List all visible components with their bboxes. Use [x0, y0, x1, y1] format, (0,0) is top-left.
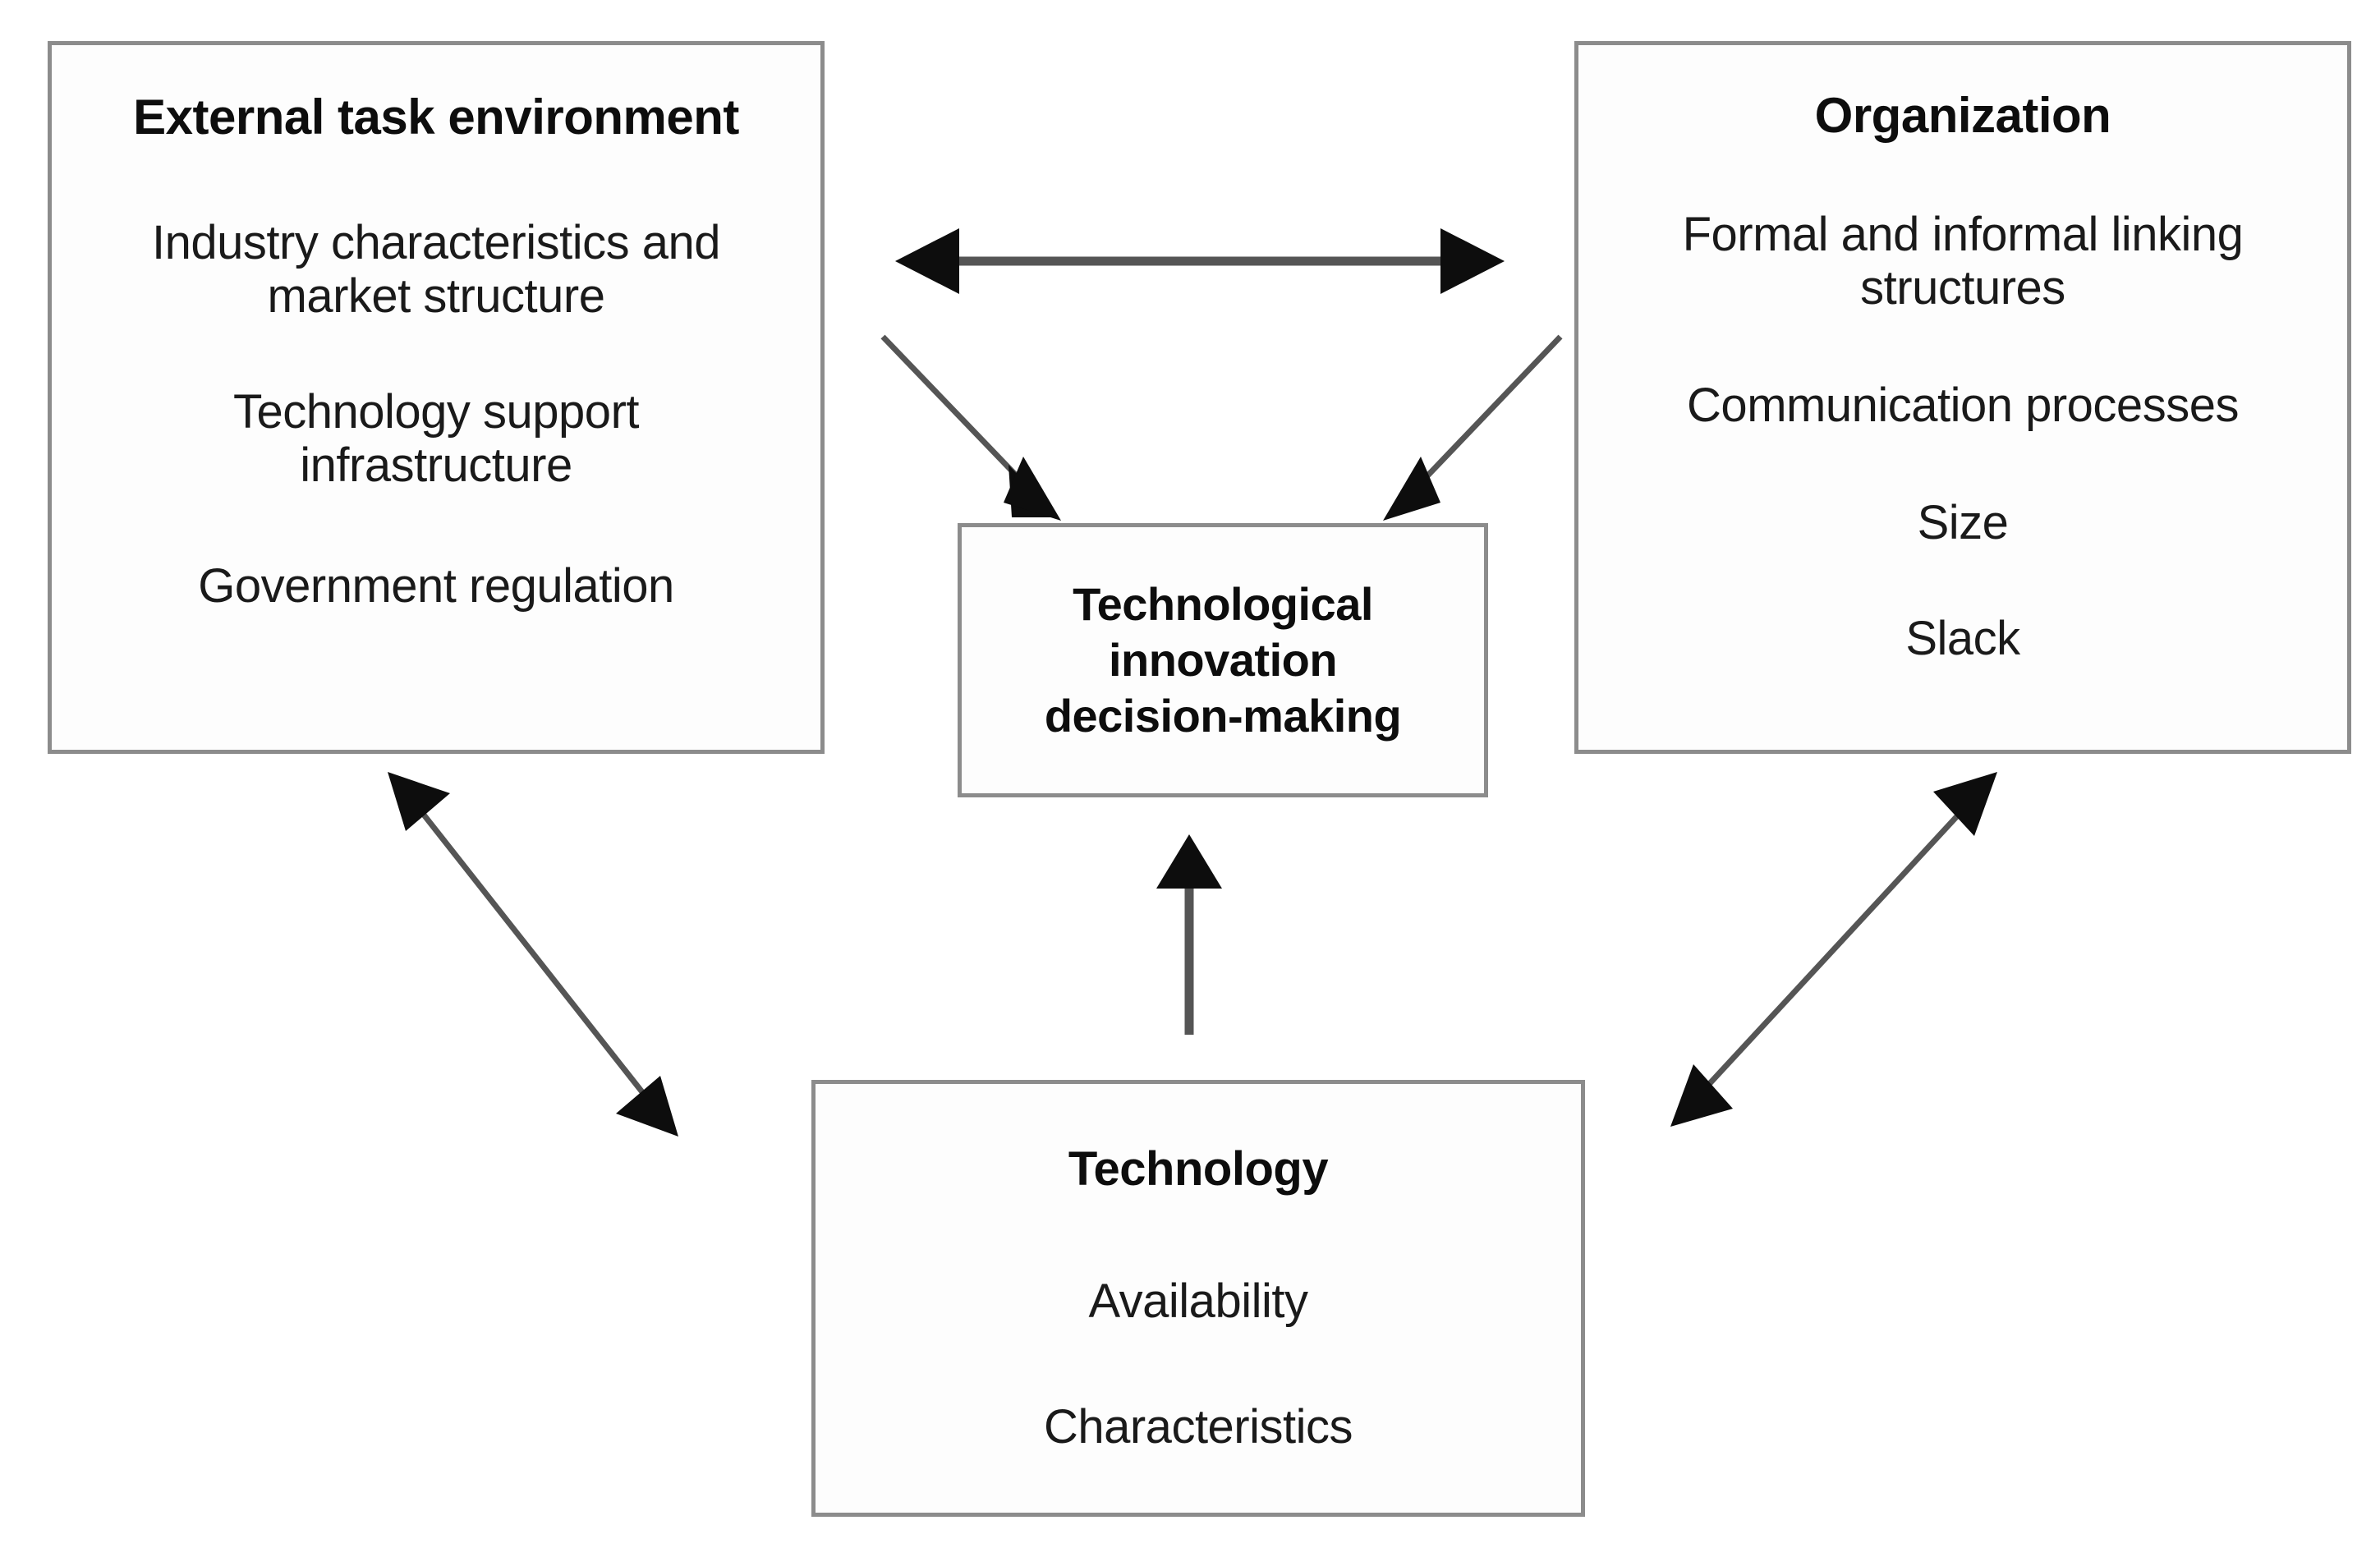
center-title-line-technological: Technological	[1073, 577, 1373, 630]
node-external-task-environment[interactable]: External task environment Industry chara…	[48, 41, 825, 754]
arrow-technology-to-center	[1156, 834, 1222, 1035]
arrow-organization-to-center	[1383, 334, 1563, 521]
technology-title: Technology	[1068, 1142, 1329, 1196]
center-title-line-innovation: innovation	[1108, 633, 1338, 686]
arrow-organization-technology-bidirectional	[1670, 772, 1997, 1127]
technology-line-characteristics: Characteristics	[1043, 1399, 1353, 1454]
external-task-environment-title: External task environment	[133, 90, 739, 145]
external-line-technology-support: Technology support	[233, 385, 640, 439]
node-organization[interactable]: Organization Formal and informal linking…	[1574, 41, 2351, 754]
external-line-government-regulation: Government regulation	[198, 559, 674, 613]
center-title-line-decision-making: decision-making	[1044, 690, 1402, 742]
organization-line-communication-processes: Communication processes	[1687, 379, 2239, 433]
external-line-industry-characteristics: Industry characteristics and	[152, 216, 720, 270]
technology-line-availability: Availability	[1088, 1274, 1308, 1328]
arrow-external-organization-bidirectional	[895, 228, 1505, 294]
organization-line-formal-informal-linking: Formal and informal linking	[1682, 208, 2244, 262]
organization-line-structures: structures	[1860, 261, 2065, 315]
organization-line-slack: Slack	[1905, 612, 2020, 665]
organization-line-size: Size	[1917, 496, 2009, 550]
node-technological-innovation-decision-making[interactable]: Technological innovation decision-making	[958, 523, 1488, 797]
arrow-external-technology-bidirectional	[388, 772, 678, 1137]
node-technology[interactable]: Technology Availability Characteristics	[811, 1080, 1585, 1517]
external-line-market-structure: market structure	[267, 269, 606, 324]
external-line-infrastructure: infrastructure	[300, 439, 572, 493]
arrow-external-to-center	[880, 334, 1061, 521]
organization-title: Organization	[1814, 88, 2111, 143]
